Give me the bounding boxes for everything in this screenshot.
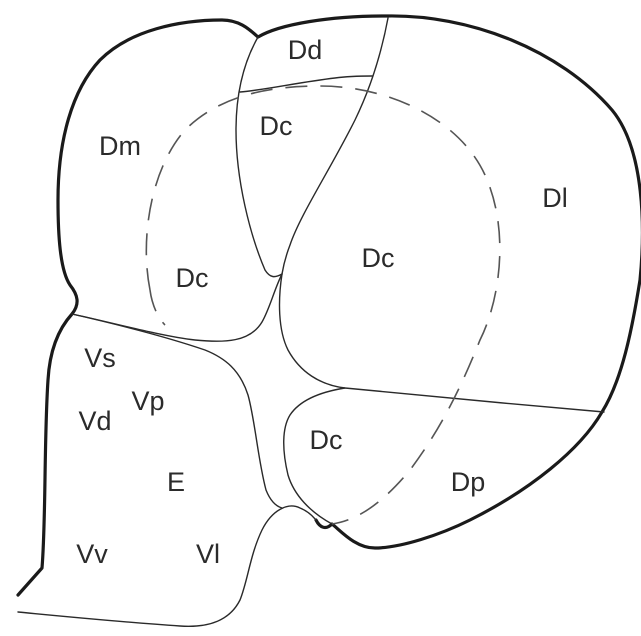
dc-dashed-boundary-left <box>149 289 166 326</box>
outer-contour <box>16 14 641 597</box>
label-dc-left: Dc <box>176 263 209 293</box>
label-vd: Vd <box>78 406 111 436</box>
label-dl: Dl <box>542 183 568 213</box>
label-vs: Vs <box>84 343 116 373</box>
label-dm: Dm <box>99 131 141 161</box>
dd-dc-divider <box>239 75 373 93</box>
dc-dashed-boundary <box>145 85 501 525</box>
dc-top-right-boundary <box>281 17 389 275</box>
label-dc-center: Dc <box>362 243 395 273</box>
ventral-top-boundary <box>71 313 283 509</box>
ventral-bottom-contour <box>17 505 317 627</box>
label-dc-top: Dc <box>260 111 293 141</box>
label-vp: Vp <box>131 386 164 416</box>
dc-top-left-boundary <box>235 36 283 278</box>
label-dd: Dd <box>288 35 323 65</box>
dc-bottom-boundary <box>283 387 346 525</box>
label-e: E <box>167 467 185 497</box>
label-dp: Dp <box>451 467 486 497</box>
label-vl: Vl <box>196 539 220 569</box>
label-dc-bottom: Dc <box>310 425 343 455</box>
dc-center-boundary <box>278 273 605 413</box>
label-vv: Vv <box>76 539 108 569</box>
